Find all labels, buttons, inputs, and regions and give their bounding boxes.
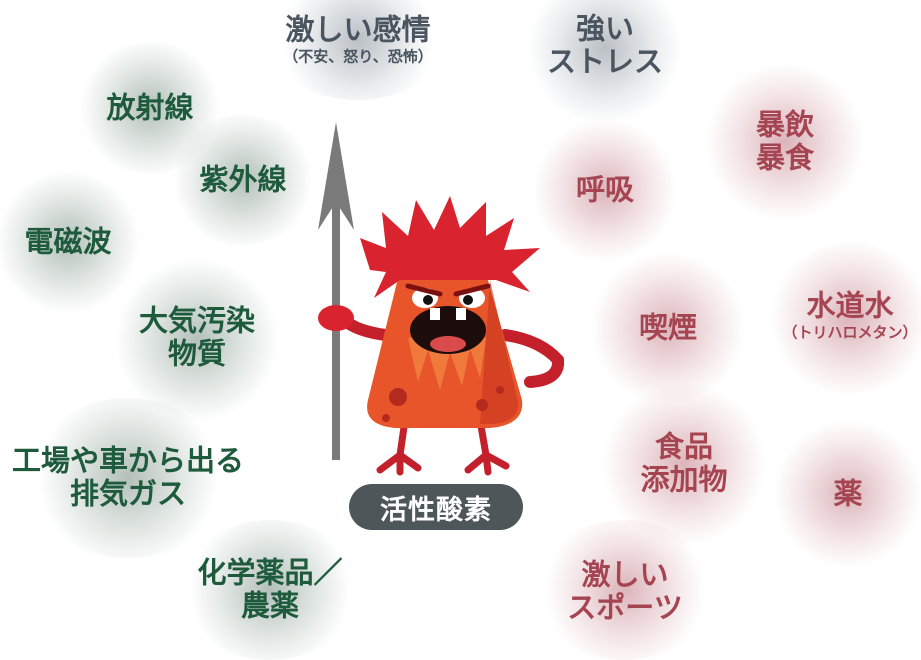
blob-emotion: [268, 0, 448, 100]
factor-chemicals-line2: 農薬: [240, 589, 300, 623]
blob-additives: [599, 384, 769, 544]
factor-binge-line1: 暴飲: [755, 107, 815, 142]
spear-head: [318, 122, 354, 230]
blob-em: [0, 172, 143, 312]
factor-additives: 食品 添加物: [640, 429, 728, 498]
factor-binge-line2: 暴食: [755, 141, 815, 175]
body-spot: [476, 399, 488, 411]
monster-pupil-right: [463, 295, 473, 305]
body-spot: [382, 414, 390, 422]
factor-air-line1: 大気汚染: [138, 303, 256, 338]
factor-emotion: 激しい感情 （不安、怒り、恐怖）: [283, 12, 433, 67]
factor-uv-title: 紫外線: [199, 162, 287, 197]
factor-radiation-title: 放射線: [106, 90, 194, 125]
factor-chemicals: 化学薬品／ 農薬: [197, 555, 343, 624]
monster-illustration: [318, 122, 565, 476]
blob-stress: [525, 0, 685, 123]
factor-tap-water-title: 水道水: [806, 288, 894, 323]
blob-exhaust: [28, 398, 228, 558]
right-leg: [464, 416, 510, 476]
blob-medicine: [773, 419, 921, 569]
monster-body-shade: [480, 280, 519, 424]
factor-radiation: 放射線: [106, 90, 194, 125]
monster-hair: [360, 196, 540, 298]
factor-breathing-title: 呼吸: [575, 172, 635, 207]
monster-pupil-left: [423, 295, 433, 305]
factor-stress-line2: ストレス: [546, 45, 664, 79]
blob-smoking: [588, 253, 748, 403]
monster-brow-left: [405, 283, 443, 297]
factor-sports-line1: 激しい: [581, 557, 669, 592]
blob-air: [112, 260, 282, 420]
left-hand: [318, 305, 354, 331]
factor-tap-water-sub: （トリハロメタン）: [782, 324, 918, 343]
left-leg: [376, 416, 422, 476]
factor-uv: 紫外線: [199, 162, 287, 197]
body-spot: [389, 388, 407, 406]
blob-binge: [705, 62, 865, 222]
tooth: [456, 308, 466, 320]
factor-sports: 激しい スポーツ: [567, 557, 683, 626]
blob-breathing: [530, 120, 680, 260]
factor-binge: 暴飲 暴食: [755, 107, 815, 176]
factor-stress-line1: 強い: [575, 11, 635, 46]
factor-smoking-title: 喫煙: [638, 310, 698, 345]
monster-brow-right: [453, 283, 491, 297]
center-label-pill: 活性酸素: [349, 484, 523, 530]
monster-beard: [408, 338, 486, 390]
factor-medicine: 薬: [833, 476, 863, 511]
tooth: [430, 308, 440, 320]
blob-water: [765, 243, 921, 393]
monster-tongue: [430, 336, 466, 352]
factor-smoking: 喫煙: [638, 310, 698, 345]
blob-uv: [168, 115, 318, 245]
right-arm: [499, 329, 565, 388]
factor-exhaust: 工場や車から出る 排気ガス: [11, 443, 245, 512]
factor-stress: 強い ストレス: [546, 11, 664, 80]
factor-em-waves: 電磁波: [24, 224, 112, 259]
factor-tap-water: 水道水 （トリハロメタン）: [782, 288, 918, 343]
factor-air-line2: 物質: [167, 337, 227, 371]
monster-mouth: [410, 306, 486, 354]
factor-additives-line1: 食品: [654, 429, 714, 464]
factor-chemicals-line1: 化学薬品／: [197, 555, 343, 590]
factor-air-pollution: 大気汚染 物質: [138, 303, 256, 372]
factor-breathing: 呼吸: [575, 172, 635, 207]
factor-medicine-title: 薬: [833, 476, 863, 511]
factor-exhaust-line1: 工場や車から出る: [11, 443, 245, 478]
factor-sports-line2: スポーツ: [567, 591, 683, 625]
factor-emotion-sub: （不安、怒り、恐怖）: [283, 48, 433, 67]
center-label-text: 活性酸素: [380, 494, 492, 526]
factor-exhaust-line2: 排気ガス: [69, 477, 187, 511]
factor-additives-line2: 添加物: [640, 463, 728, 497]
body-spot: [496, 386, 504, 394]
factor-emotion-title: 激しい感情: [285, 12, 431, 47]
factor-em-waves-title: 電磁波: [24, 224, 112, 259]
